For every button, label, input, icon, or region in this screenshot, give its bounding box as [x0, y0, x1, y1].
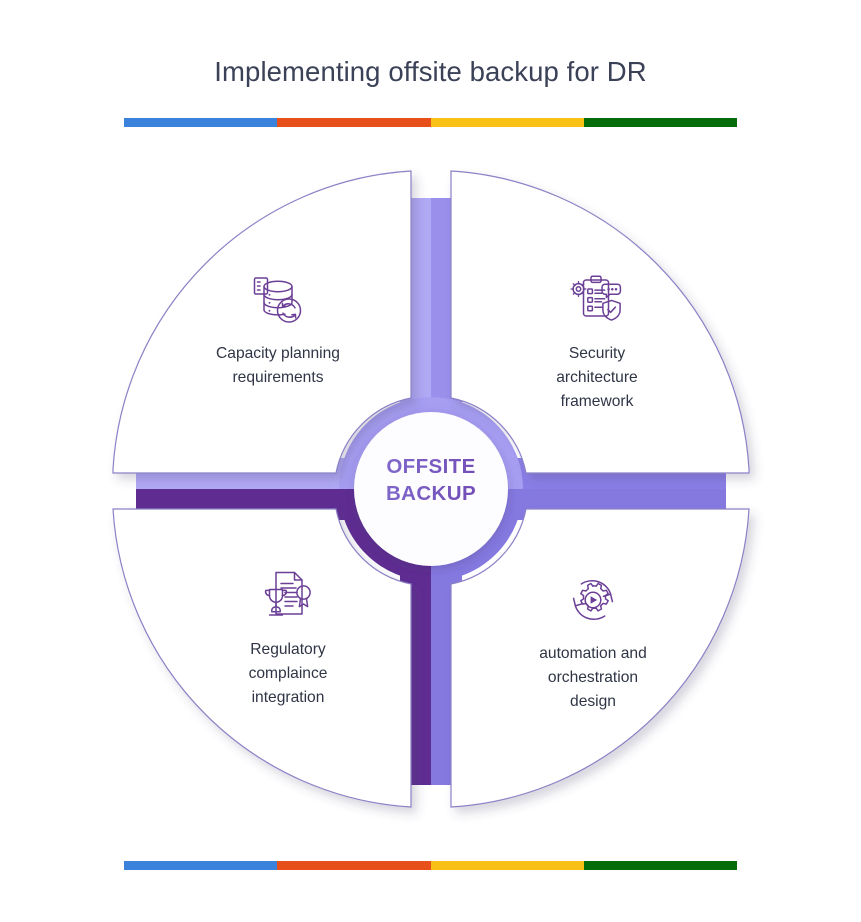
- rule-segment-green: [583, 861, 737, 870]
- wheel-graphic: [112, 170, 750, 808]
- quadrant-panel-top-left[interactable]: [112, 170, 412, 474]
- offsite-backup-wheel: Capacity planning requirements: [110, 168, 752, 810]
- rule-segment-blue: [124, 861, 278, 870]
- rule-segment-orange: [277, 861, 431, 870]
- rule-segment-green: [583, 118, 737, 127]
- color-rule-top: [124, 118, 737, 127]
- rule-segment-yellow: [430, 118, 584, 127]
- color-rule-bottom: [124, 861, 737, 870]
- quadrant-panel-bottom-left[interactable]: [112, 508, 412, 808]
- rule-segment-orange: [277, 118, 431, 127]
- quadrant-panel-top-right[interactable]: [450, 170, 750, 474]
- rule-segment-yellow: [430, 861, 584, 870]
- rule-segment-blue: [124, 118, 278, 127]
- page-title: Implementing offsite backup for DR: [214, 56, 647, 87]
- hub-circle[interactable]: [354, 412, 508, 566]
- quadrant-panel-bottom-right[interactable]: [450, 508, 750, 808]
